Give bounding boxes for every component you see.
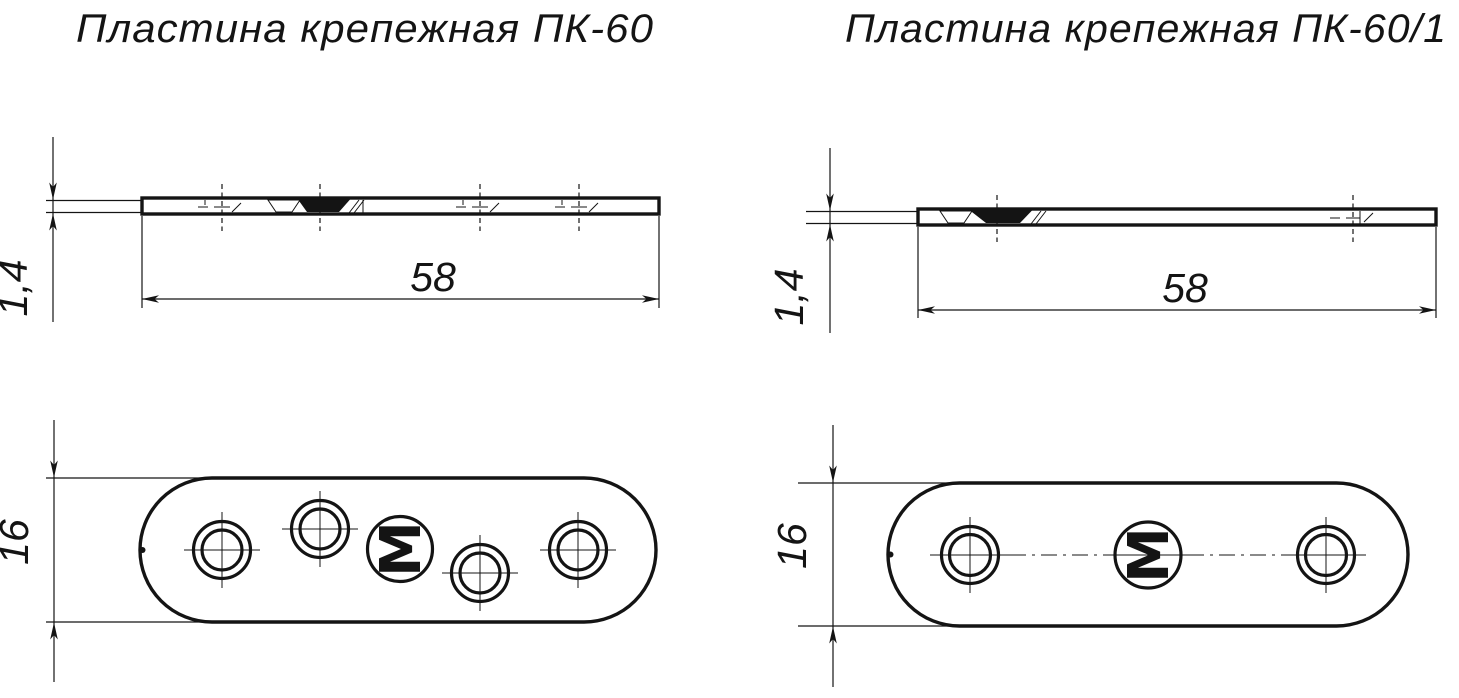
drawing-pk60-1: Пластина крепежная ПК-60/1 1,4 58 — [766, 7, 1447, 687]
pk60-width-extension-lines — [46, 477, 215, 623]
pk60-logo-circle — [365, 514, 435, 584]
pk60-width-dim-value: 16 — [0, 519, 37, 565]
pk60-1-hole-left-outer — [939, 524, 1001, 586]
pk60-1-countersink-marks — [1330, 211, 1374, 224]
pk60-1-logo-letter: M — [1117, 527, 1182, 583]
pk60-hole5-crosshair — [540, 512, 616, 588]
pk60-1-hole-right-outer — [1295, 524, 1357, 586]
pk60-1-stamp-recess — [970, 210, 1032, 223]
pk60-1-thickness-extension-lines — [806, 210, 918, 225]
pk60-1-width-extension-lines — [798, 482, 962, 627]
pk60-1-left-quadrant-dot — [887, 551, 894, 558]
pk60-thickness-extension-lines — [46, 199, 142, 214]
pk60-1-hole-right-inner — [1303, 532, 1349, 578]
pk60-1-stamp-hatch — [1030, 210, 1047, 225]
pk60-1-length-dim-value: 58 — [1162, 265, 1208, 311]
drawing-pk60: Пластина крепежная ПК-60 1,4 58 — [0, 7, 661, 682]
pk60-hole1-outer — [191, 519, 253, 581]
pk60-left-quadrant-dot — [139, 547, 146, 553]
pk60-1-length-extension-lines — [917, 227, 1437, 318]
pk60-hole2-inner — [298, 507, 342, 551]
pk60-1-side-view: 1,4 58 — [766, 148, 1438, 333]
pk60-1-thickness-dim-value: 1,4 — [766, 269, 812, 326]
pk60-1-plate-section — [916, 207, 1438, 227]
pk60-stamp-recess — [298, 199, 350, 212]
pk60-1-width-dim-value: 16 — [769, 523, 815, 569]
pk60-length-dim-value: 58 — [410, 254, 456, 300]
pk60-title: Пластина крепежная ПК-60 — [76, 7, 654, 51]
pk60-hole1-inner — [200, 528, 244, 572]
pk60-hole4-crosshair — [442, 535, 518, 611]
pk60-side-view: 1,4 58 — [0, 137, 661, 322]
pk60-plan-view: M 16 — [0, 420, 658, 682]
pk60-thickness-dim-value: 1,4 — [0, 260, 36, 317]
pk60-hole2-outer — [289, 498, 351, 560]
pk60-stamp-chamfer-outline — [267, 199, 301, 213]
pk60-hole4-outer — [449, 542, 511, 604]
pk60-hole4-inner — [458, 551, 502, 595]
pk60-1-logo-circle — [1113, 520, 1183, 590]
pk60-hole2-crosshair — [282, 491, 358, 567]
pk60-hole5-inner — [556, 528, 600, 572]
pk60-hole1-crosshair — [184, 512, 260, 588]
pk60-1-plan-view: M 16 — [769, 425, 1410, 687]
pk60-hole5-outer — [547, 519, 609, 581]
pk60-1-hole-left-inner — [947, 532, 993, 578]
pk60-1-stamp-chamfer-outline — [939, 210, 973, 224]
pk60-logo-letter: M — [369, 521, 434, 577]
pk60-length-extension-lines — [141, 216, 660, 308]
pk60-countersink-marks — [198, 200, 599, 213]
pk60-1-title: Пластина крепежная ПК-60/1 — [845, 7, 1447, 51]
pk60-stamp-hatch — [348, 199, 365, 214]
pk60-plate-section — [140, 196, 661, 216]
